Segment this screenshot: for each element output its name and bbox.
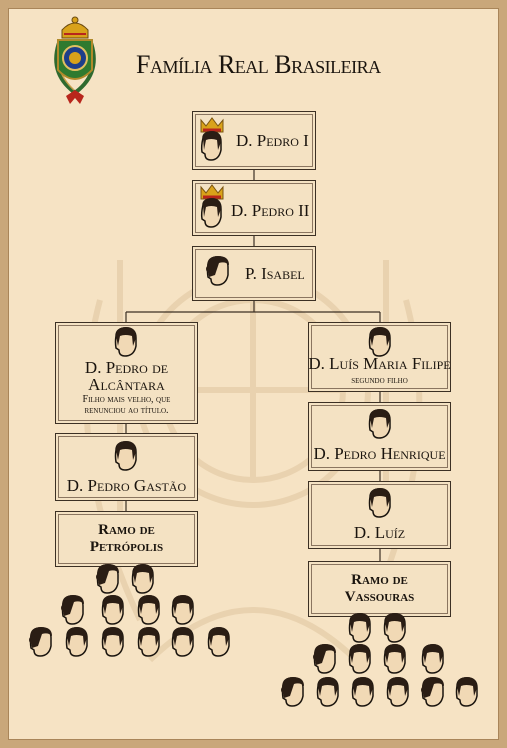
descendant-head-icon bbox=[134, 626, 164, 658]
ramo-petropolis-line2: Petrópolis bbox=[89, 539, 164, 555]
luis-maria-note: segundo filho bbox=[351, 375, 408, 386]
pedro-alcantara-note-line2: renunciou ao título. bbox=[84, 405, 169, 416]
descendant-head-icon bbox=[418, 643, 448, 675]
crowned-head-icon bbox=[200, 184, 224, 228]
pedro-i-name: D. Pedro I bbox=[236, 131, 309, 150]
luis-maria-name: D. Luís Maria Filipe bbox=[308, 354, 451, 373]
descendant-head-icon bbox=[452, 676, 482, 708]
node-ramo-de-petropolis[interactable] bbox=[55, 511, 198, 567]
descendant-head-icon bbox=[98, 626, 128, 658]
descendant-head-icon bbox=[62, 626, 92, 658]
head-icon bbox=[368, 409, 391, 439]
descendant-head-icon bbox=[313, 676, 343, 708]
pedro-alcantara-name-line2: Alcântara bbox=[88, 375, 165, 394]
descendant-head-icon bbox=[26, 626, 56, 658]
descendant-head-icon bbox=[383, 676, 413, 708]
page-title: Família Real Brasileira bbox=[136, 50, 381, 79]
isabel-name: P. Isabel bbox=[245, 264, 305, 283]
pedro-gastao-name: D. Pedro Gastão bbox=[66, 476, 187, 495]
descendant-head-icon bbox=[310, 643, 340, 675]
node-ramo-de-vassouras[interactable] bbox=[308, 561, 451, 617]
descendant-head-icon bbox=[278, 676, 308, 708]
crowned-head-icon bbox=[200, 117, 224, 161]
descendant-head-icon bbox=[348, 676, 378, 708]
descendant-head-icon bbox=[128, 563, 158, 595]
ramo-vassouras-line2: Vassouras bbox=[344, 589, 415, 605]
pedro-alcantara-name-line1: D. Pedro de bbox=[84, 358, 169, 377]
head-icon bbox=[114, 327, 137, 357]
descendant-head-icon bbox=[380, 612, 410, 644]
descendant-head-icon bbox=[168, 594, 198, 626]
descendant-head-icon bbox=[345, 612, 375, 644]
ramo-vassouras-line1: Ramo de bbox=[351, 572, 408, 588]
descendant-head-icon bbox=[58, 594, 88, 626]
descendant-head-icon bbox=[204, 626, 234, 658]
descendant-head-icon bbox=[93, 563, 123, 595]
coat-of-arms-icon bbox=[54, 16, 96, 104]
luiz-name: D. Luíz bbox=[353, 523, 406, 542]
ramo-petropolis-line1: Ramo de bbox=[98, 522, 155, 538]
descendant-head-icon bbox=[98, 594, 128, 626]
head-icon bbox=[206, 256, 229, 286]
head-icon bbox=[114, 441, 137, 471]
descendant-head-icon bbox=[418, 676, 448, 708]
descendant-head-icon bbox=[134, 594, 164, 626]
head-icon bbox=[368, 488, 391, 518]
pedro-ii-name: D. Pedro II bbox=[231, 201, 310, 220]
head-icon bbox=[368, 327, 391, 357]
descendant-head-icon bbox=[380, 643, 410, 675]
pedro-henrique-name: D. Pedro Henrique bbox=[313, 444, 446, 463]
descendant-head-icon bbox=[345, 643, 375, 675]
pedro-alcantara-note-line1: Filho mais velho, que bbox=[82, 394, 171, 405]
descendant-head-icon bbox=[168, 626, 198, 658]
